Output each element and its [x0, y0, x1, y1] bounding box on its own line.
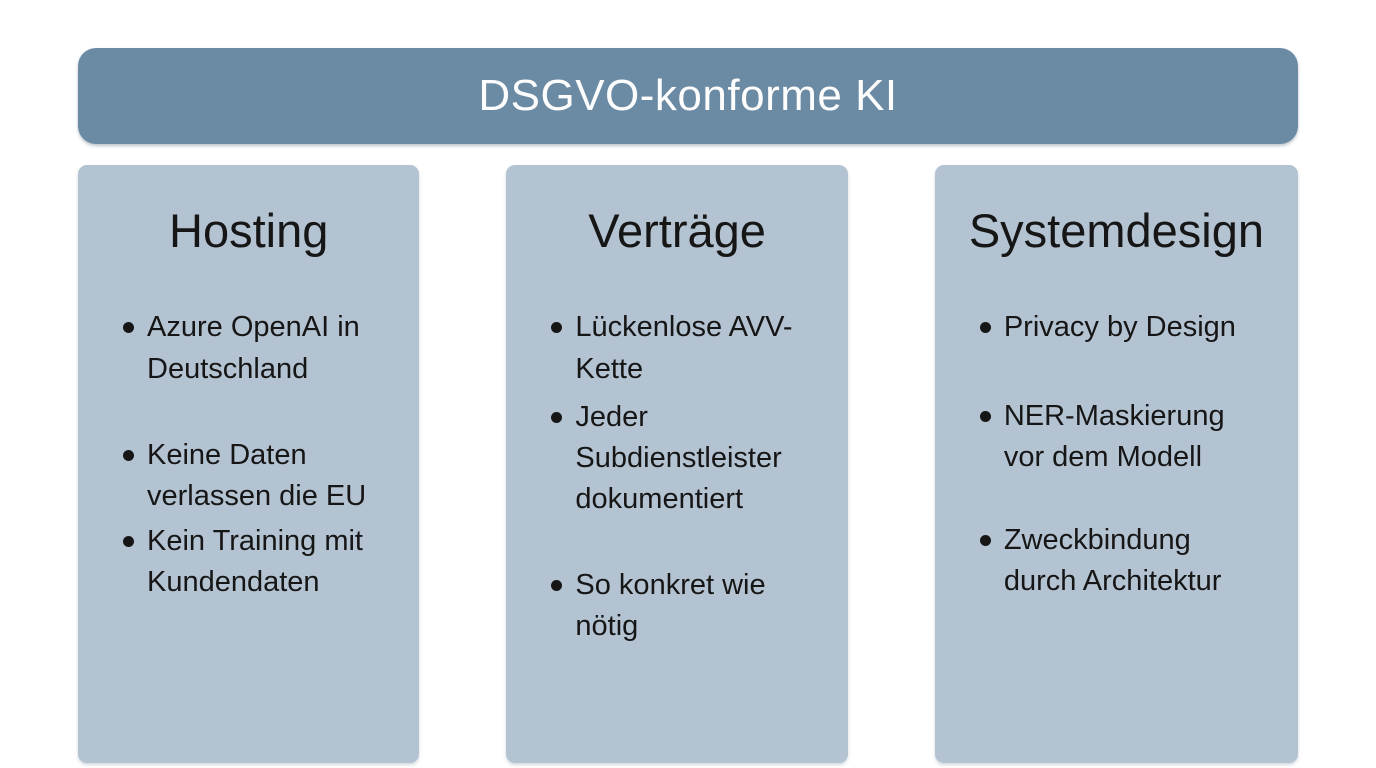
- slide-title: DSGVO-konforme KI: [478, 71, 898, 120]
- bullet-icon: [123, 536, 134, 548]
- list-item-text: Privacy by Design: [1003, 311, 1236, 344]
- list-item-text: Kein Training mit Kundendaten: [147, 525, 363, 599]
- bullet-icon: [979, 322, 991, 334]
- card-title: Verträge: [588, 204, 766, 257]
- bullet-icon: [123, 322, 134, 334]
- list-item: Privacy by Design: [935, 307, 1264, 348]
- list-item: Kein Training mit Kundendaten: [78, 521, 385, 603]
- bullet-icon: [979, 534, 991, 546]
- list-item: Lückenlose AVV-Kette: [506, 307, 813, 389]
- list-item-text: Jeder Subdienstleister dokumentiert: [575, 400, 782, 516]
- list-item: Zweckbindung durch Architektur: [935, 520, 1264, 602]
- list-item-text: Lückenlose AVV-Kette: [575, 311, 793, 385]
- bullet-icon: [551, 580, 563, 592]
- card-systemdesign: Systemdesign Privacy by Design NER-Maski…: [934, 165, 1299, 763]
- list-item-text: So konkret wie nötig: [575, 569, 766, 643]
- list-item-text: Keine Daten verlassen die EU: [147, 438, 367, 512]
- card-hosting: Hosting Azure OpenAI in Deutschland Kein…: [78, 165, 420, 763]
- header-banner: DSGVO-konforme KI: [78, 48, 1298, 144]
- bullet-icon: [123, 449, 134, 461]
- bullet-icon: [979, 410, 991, 422]
- bullet-list: Azure OpenAI in Deutschland Keine Daten …: [78, 307, 385, 603]
- list-item: So konkret wie nötig: [506, 565, 813, 647]
- list-item: NER-Maskierung vor dem Modell: [935, 396, 1264, 478]
- bullet-icon: [551, 322, 563, 334]
- list-item: Keine Daten verlassen die EU: [78, 435, 385, 517]
- list-item-text: Azure OpenAI in Deutschland: [147, 311, 360, 385]
- list-item: Azure OpenAI in Deutschland: [78, 307, 385, 389]
- bullet-icon: [551, 411, 563, 423]
- card-title: Systemdesign: [968, 204, 1265, 257]
- bullet-list: Privacy by Design NER-Maskierung vor dem…: [935, 307, 1264, 602]
- card-title: Hosting: [169, 204, 329, 257]
- card-vertraege: Verträge Lückenlose AVV-Kette Jeder Subd…: [506, 165, 848, 763]
- list-item-text: NER-Maskierung vor dem Modell: [1003, 399, 1225, 473]
- bullet-list: Lückenlose AVV-Kette Jeder Subdienstleis…: [506, 307, 813, 647]
- list-item: Jeder Subdienstleister dokumentiert: [506, 397, 813, 521]
- columns-row: Hosting Azure OpenAI in Deutschland Kein…: [78, 165, 1299, 763]
- list-item-text: Zweckbindung durch Architektur: [1003, 523, 1222, 598]
